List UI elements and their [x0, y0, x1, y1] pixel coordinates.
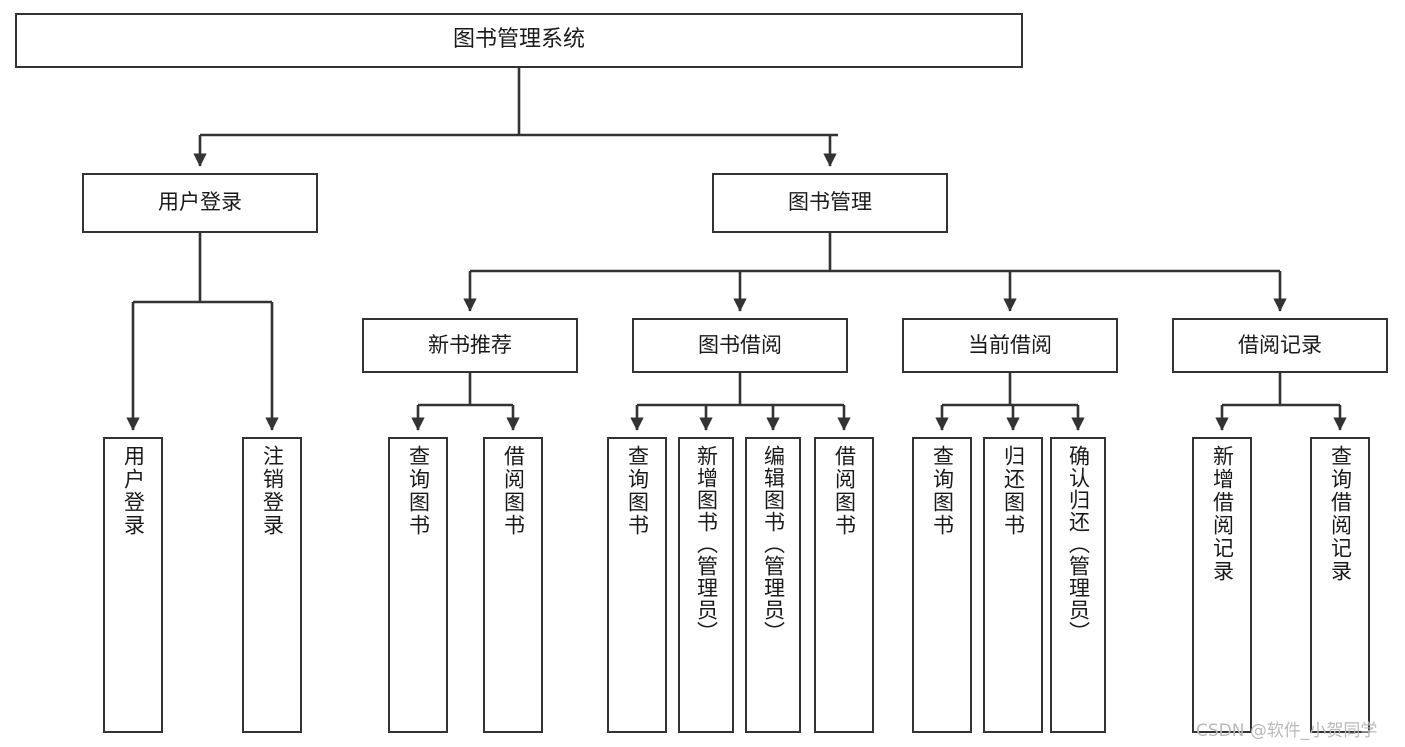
leaf-borrow-book-recommend[interactable]: 借阅图书 [483, 437, 543, 733]
node-user-login[interactable]: 用户登录 [82, 173, 318, 233]
node-current-borrow-label: 当前借阅 [968, 332, 1052, 357]
node-book-borrow[interactable]: 图书借阅 [632, 318, 848, 373]
leaf-borrow-book-recommend-label: 借阅图书 [501, 445, 526, 537]
node-new-book-recommend-label: 新书推荐 [428, 332, 512, 357]
leaf-borrow-book[interactable]: 借阅图书 [814, 437, 874, 733]
leaf-logout-login-label: 注销登录 [260, 445, 285, 537]
leaf-query-borrow-record[interactable]: 查询借阅记录 [1310, 437, 1370, 733]
leaf-query-book-recommend[interactable]: 查询图书 [388, 437, 448, 733]
leaf-add-book-admin-label: 新增图书（管理员） [694, 445, 719, 643]
node-new-book-recommend[interactable]: 新书推荐 [362, 318, 578, 373]
node-borrow-record[interactable]: 借阅记录 [1172, 318, 1388, 373]
node-book-management[interactable]: 图书管理 [712, 173, 948, 233]
leaf-query-book-borrow-label: 查询图书 [625, 445, 650, 537]
node-root[interactable]: 图书管理系统 [15, 13, 1023, 68]
leaf-user-login[interactable]: 用户登录 [103, 437, 163, 733]
node-book-borrow-label: 图书借阅 [698, 332, 782, 357]
leaf-query-book-current-label: 查询图书 [930, 445, 955, 537]
leaf-edit-book-admin[interactable]: 编辑图书（管理员） [745, 437, 801, 733]
leaf-edit-book-admin-label: 编辑图书（管理员） [761, 445, 786, 643]
leaf-query-borrow-record-label: 查询借阅记录 [1328, 445, 1353, 583]
node-root-label: 图书管理系统 [452, 27, 585, 53]
node-borrow-record-label: 借阅记录 [1238, 332, 1322, 357]
leaf-query-book-current[interactable]: 查询图书 [912, 437, 972, 733]
leaf-query-book-borrow[interactable]: 查询图书 [607, 437, 667, 733]
leaf-borrow-book-label: 借阅图书 [832, 445, 857, 537]
node-user-login-label: 用户登录 [158, 190, 242, 215]
leaf-user-login-label: 用户登录 [121, 445, 146, 537]
leaf-confirm-return-admin[interactable]: 确认归还（管理员） [1050, 437, 1106, 733]
leaf-return-book[interactable]: 归还图书 [983, 437, 1043, 733]
node-current-borrow[interactable]: 当前借阅 [902, 318, 1118, 373]
leaf-add-book-admin[interactable]: 新增图书（管理员） [678, 437, 734, 733]
leaf-query-book-recommend-label: 查询图书 [406, 445, 431, 537]
leaf-return-book-label: 归还图书 [1001, 445, 1026, 537]
leaf-add-borrow-record-label: 新增借阅记录 [1210, 445, 1235, 583]
leaf-logout-login[interactable]: 注销登录 [242, 437, 302, 733]
leaf-confirm-return-admin-label: 确认归还（管理员） [1066, 445, 1091, 643]
node-book-management-label: 图书管理 [788, 190, 872, 215]
csdn-watermark: CSDN @软件_小贺同学 [1196, 721, 1378, 741]
leaf-add-borrow-record[interactable]: 新增借阅记录 [1192, 437, 1252, 733]
